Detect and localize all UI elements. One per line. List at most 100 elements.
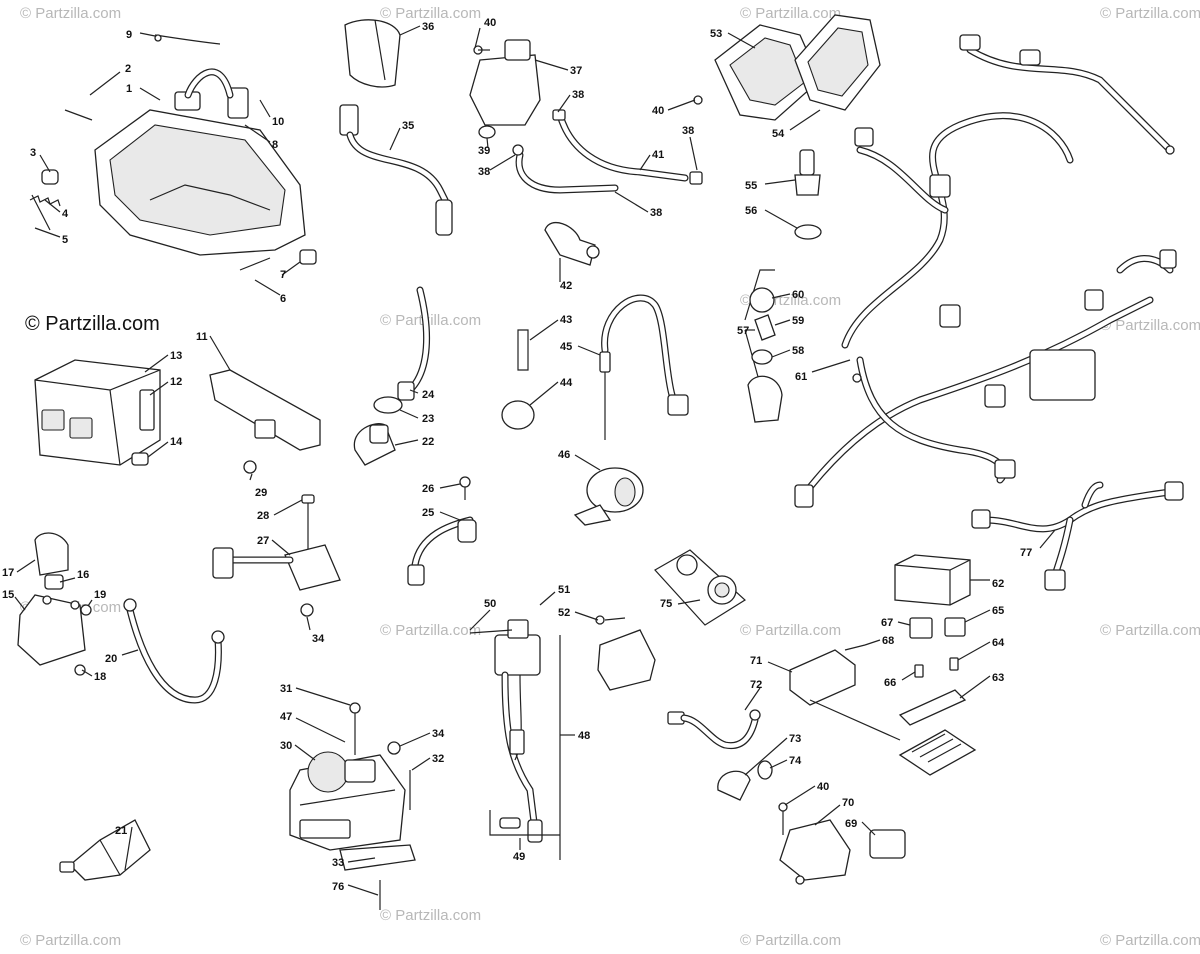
callout-47[interactable]: 47 (280, 711, 346, 743)
callout-56[interactable]: 56 (745, 205, 798, 229)
part-sensor-22-23-24 (353, 286, 430, 466)
callout-34-a[interactable]: 34 (306, 616, 325, 645)
callout-62[interactable]: 62 (970, 578, 1004, 590)
callout-13[interactable]: 13 (144, 350, 182, 373)
callout-50[interactable]: 50 (469, 598, 496, 631)
callout-51[interactable]: 51 (539, 584, 570, 606)
callout-7[interactable]: 7 (280, 261, 301, 281)
callout-5[interactable]: 5 (34, 227, 68, 246)
callout-41[interactable]: 41 (639, 149, 664, 171)
callout-70[interactable]: 70 (814, 797, 854, 826)
svg-text:26: 26 (422, 483, 434, 495)
callout-31[interactable]: 31 (280, 683, 351, 706)
svg-text:39: 39 (478, 145, 490, 157)
callout-54[interactable]: 54 (772, 109, 821, 140)
part-sensor-69-70 (778, 802, 906, 885)
callout-67[interactable]: 67 (881, 617, 911, 629)
callout-35[interactable]: 35 (389, 120, 414, 151)
callout-23[interactable]: 23 (399, 409, 434, 425)
callout-77[interactable]: 77 (1020, 529, 1056, 559)
callout-40-a[interactable]: 40 (474, 17, 496, 49)
callout-16[interactable]: 16 (59, 569, 89, 583)
svg-text:20: 20 (105, 653, 117, 665)
callout-34-b[interactable]: 34 (399, 728, 445, 747)
callout-49[interactable]: 49 (513, 838, 525, 863)
callout-25[interactable]: 25 (422, 507, 461, 521)
callout-52[interactable]: 52 (558, 607, 599, 621)
callout-46[interactable]: 46 (558, 449, 601, 471)
callout-12[interactable]: 12 (149, 376, 182, 396)
callout-38-d[interactable]: 38 (614, 191, 662, 219)
callout-22[interactable]: 22 (394, 436, 434, 448)
callout-73[interactable]: 73 (744, 733, 801, 776)
callout-72[interactable]: 72 (744, 679, 762, 711)
part-fuel-pump-48 (469, 619, 560, 843)
svg-text:42: 42 (560, 280, 572, 292)
callout-38-b[interactable]: 38 (478, 154, 516, 178)
callout-71[interactable]: 71 (750, 655, 793, 673)
callout-30[interactable]: 30 (280, 740, 316, 761)
callout-61[interactable]: 61 (795, 359, 851, 383)
callout-21[interactable]: 21 (115, 825, 133, 871)
svg-text:19: 19 (94, 589, 106, 601)
svg-text:40: 40 (484, 17, 496, 29)
callout-44[interactable]: 44 (529, 377, 573, 406)
svg-text:12: 12 (170, 376, 182, 388)
callout-27[interactable]: 27 (257, 535, 291, 556)
callout-24[interactable]: 24 (409, 389, 435, 401)
callout-38-a[interactable]: 38 (557, 89, 584, 113)
callout-38-c[interactable]: 38 (682, 125, 698, 171)
callout-11[interactable]: 11 (196, 331, 231, 371)
callout-9[interactable]: 9 (126, 29, 156, 41)
callout-8[interactable]: 8 (244, 124, 278, 151)
callout-40-c[interactable]: 40 (784, 781, 829, 806)
callout-2[interactable]: 2 (89, 63, 131, 96)
callout-64[interactable]: 64 (957, 637, 1005, 661)
svg-text:38: 38 (478, 166, 490, 178)
callout-26[interactable]: 26 (422, 483, 461, 495)
part-cable-72-74 (667, 709, 773, 801)
callout-74[interactable]: 74 (769, 755, 802, 769)
callout-68[interactable]: 68 (864, 635, 894, 647)
callout-15[interactable]: 15 (2, 589, 26, 611)
svg-text:62: 62 (992, 578, 1004, 590)
callout-17[interactable]: 17 (2, 559, 36, 579)
callout-60[interactable]: 60 (771, 289, 804, 301)
svg-text:28: 28 (257, 510, 269, 522)
callout-55[interactable]: 55 (745, 179, 796, 192)
callout-4[interactable]: 4 (44, 199, 69, 220)
callout-40-b[interactable]: 40 (652, 99, 696, 117)
callout-45[interactable]: 45 (560, 341, 601, 356)
callout-37[interactable]: 37 (534, 59, 582, 77)
callout-58[interactable]: 58 (771, 345, 804, 358)
callout-63[interactable]: 63 (959, 672, 1004, 699)
callout-18[interactable]: 18 (81, 669, 106, 683)
callout-39[interactable]: 39 (478, 137, 490, 157)
callout-43[interactable]: 43 (529, 314, 572, 341)
callout-20[interactable]: 20 (105, 649, 139, 665)
part-wire-tie-9 (154, 34, 221, 45)
callout-33[interactable]: 33 (332, 857, 376, 869)
callout-65[interactable]: 65 (964, 605, 1004, 623)
callout-14[interactable]: 14 (147, 436, 183, 458)
callout-32[interactable]: 32 (411, 753, 444, 771)
callout-66[interactable]: 66 (884, 671, 916, 689)
callout-69[interactable]: 69 (845, 818, 876, 836)
callout-3[interactable]: 3 (30, 147, 51, 173)
callout-75[interactable]: 75 (660, 598, 701, 610)
callout-10[interactable]: 10 (259, 99, 284, 128)
svg-text:58: 58 (792, 345, 804, 357)
callout-28[interactable]: 28 (257, 499, 303, 522)
callout-6[interactable]: 6 (254, 279, 286, 305)
callout-19[interactable]: 19 (87, 589, 106, 607)
callout-59[interactable]: 59 (774, 315, 804, 327)
callout-29[interactable]: 29 (249, 473, 267, 499)
callout-1[interactable]: 1 (126, 83, 161, 101)
svg-text:43: 43 (560, 314, 572, 326)
callout-36[interactable]: 36 (399, 21, 434, 36)
callout-76[interactable]: 76 (332, 881, 379, 896)
callout-42[interactable]: 42 (559, 258, 572, 292)
callout-53[interactable]: 53 (710, 28, 756, 49)
callout-48[interactable]: 48 (559, 635, 590, 860)
callout-57[interactable]: 57 (737, 325, 755, 337)
